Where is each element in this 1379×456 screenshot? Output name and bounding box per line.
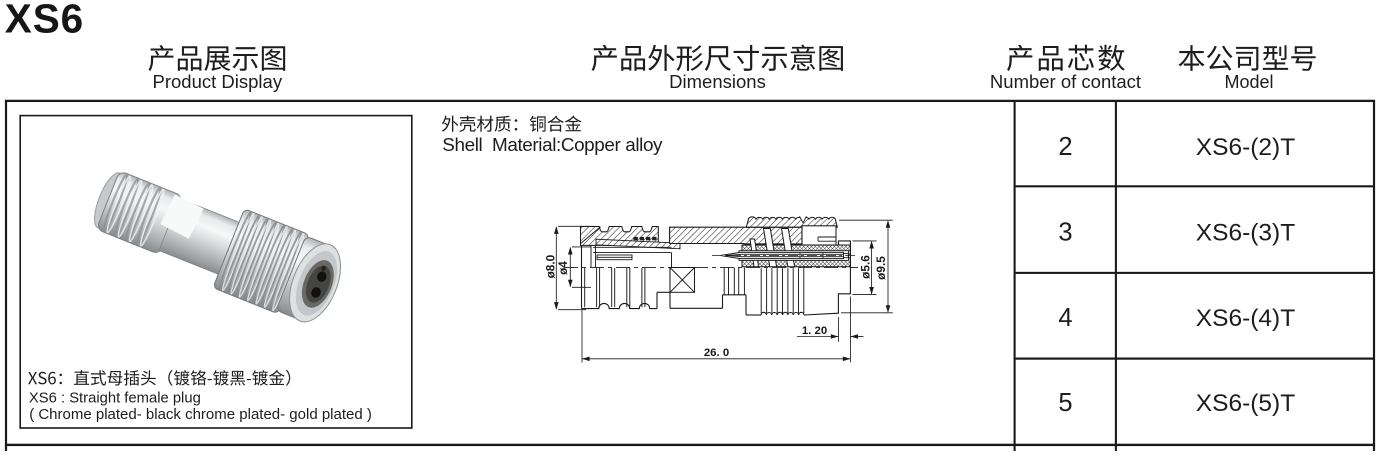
svg-text:2: 2 [1058,133,1072,161]
svg-text:XS6: XS6 [5,0,84,42]
svg-text:ø8.0: ø8.0 [544,254,558,278]
svg-text:( Chrome plated- black chrome: ( Chrome plated- black chrome plated- go… [29,406,372,423]
svg-text:XS6 : Straight female plug: XS6 : Straight female plug [29,391,201,407]
svg-text:Dimensions: Dimensions [669,71,766,92]
svg-text:ø9.5: ø9.5 [874,256,888,280]
svg-text:XS6-(5)T: XS6-(5)T [1196,390,1295,417]
svg-text:26. 0: 26. 0 [704,347,729,359]
svg-text:Shell Material:Copper alloy: Shell Material:Copper alloy [442,135,663,156]
svg-text:3: 3 [1058,218,1072,246]
svg-text:XS6-(4)T: XS6-(4)T [1196,305,1295,332]
svg-text:Number of contact: Number of contact [990,71,1141,92]
svg-text:5: 5 [1058,389,1072,417]
svg-text:Product Display: Product Display [153,71,283,92]
svg-text:4: 4 [1058,304,1072,332]
svg-text:XS6-(3)T: XS6-(3)T [1196,219,1295,246]
svg-text:Model: Model [1224,72,1273,92]
svg-text:ø4: ø4 [556,261,570,275]
svg-text:ø5.6: ø5.6 [859,255,873,279]
svg-text:XS6-(2)T: XS6-(2)T [1196,134,1295,161]
svg-text:1. 20: 1. 20 [802,325,827,337]
